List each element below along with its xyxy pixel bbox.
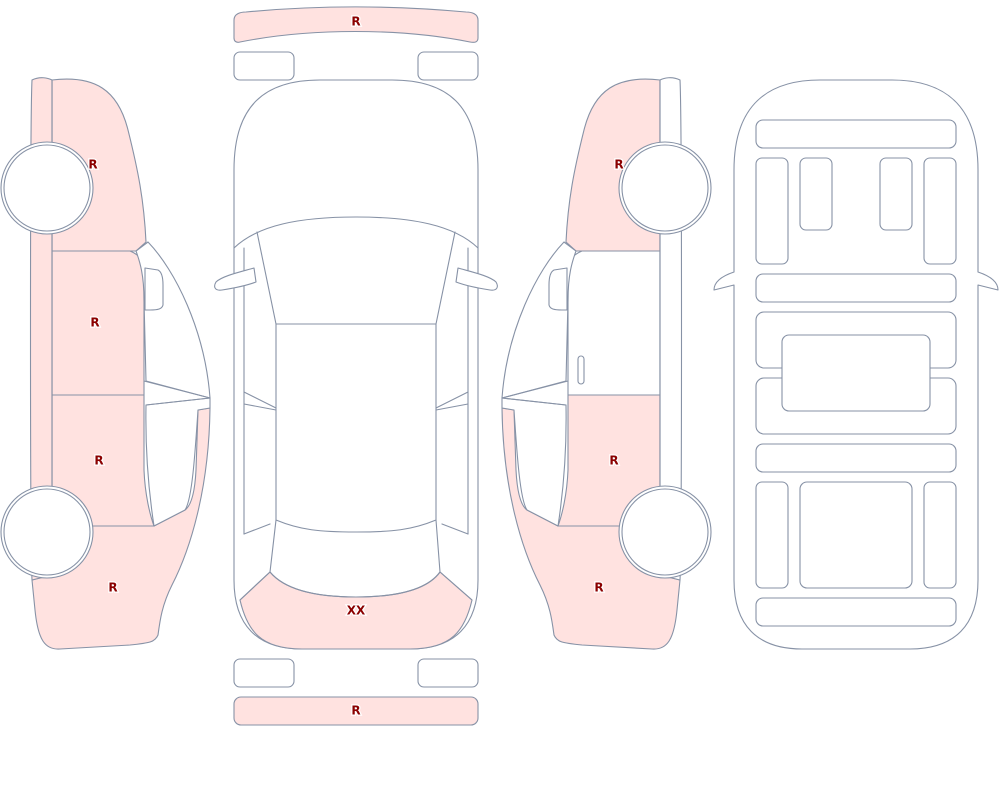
left-headlight	[233, 51, 295, 81]
left-rear-window	[145, 397, 211, 527]
top-left-mirror	[214, 267, 257, 291]
top-right-mirror	[455, 267, 498, 291]
right-door-handle	[577, 355, 585, 385]
left-front-window	[135, 241, 211, 399]
right-quarter-panel[interactable]	[501, 407, 681, 650]
top-view	[214, 6, 498, 726]
left-quarter-panel[interactable]	[31, 407, 211, 650]
left-front-door-label: R	[90, 316, 99, 330]
right-side-view	[501, 77, 712, 650]
front-bumper[interactable]	[233, 6, 479, 43]
left-taillight	[233, 658, 295, 688]
damage-labels: R R R R R XX R R R R	[87, 13, 625, 719]
right-front-fender-label: R	[614, 158, 623, 172]
right-headlight	[417, 51, 479, 81]
left-rear-door-label: R	[94, 454, 103, 468]
right-taillight	[417, 658, 479, 688]
left-front-fender-label: R	[88, 158, 97, 172]
underbody-view	[713, 79, 999, 650]
trunk-lid-label: XX	[347, 604, 366, 618]
left-quarter-panel-label: R	[108, 581, 117, 595]
rear-bumper-label: R	[351, 704, 360, 718]
rear-bumper[interactable]	[233, 696, 479, 726]
front-bumper-label: R	[351, 15, 360, 29]
right-quarter-panel-label: R	[594, 581, 603, 595]
left-side-view	[0, 77, 211, 650]
right-rear-door-label: R	[609, 454, 618, 468]
left-mirror	[144, 267, 164, 311]
right-mirror	[548, 267, 568, 311]
